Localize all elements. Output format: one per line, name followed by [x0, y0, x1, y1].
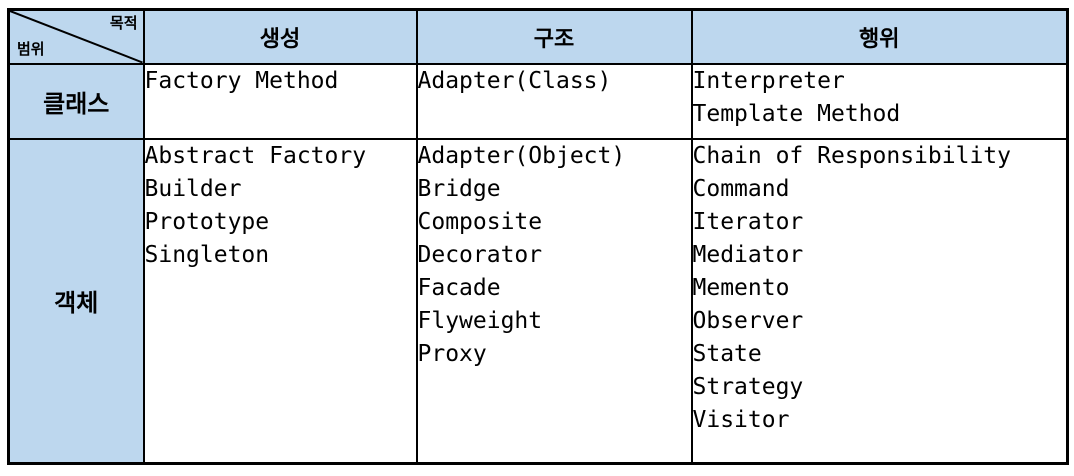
design-patterns-table: 목적 범위 생성 구조 행위 클래스 Factory Method Adapte… — [7, 8, 1069, 465]
pattern-name: Chain of Responsibility — [692, 142, 1012, 169]
pattern-name: Factory Method — [144, 67, 339, 94]
class-row: 클래스 Factory Method Adapter(Class) Interp… — [7, 62, 1069, 140]
pattern-name: Interpreter — [692, 67, 845, 94]
pattern-name: Decorator — [417, 241, 543, 268]
pattern-name: Template Method — [692, 100, 901, 127]
column-header-creational: 생성 — [142, 8, 418, 65]
pattern-name: Composite — [417, 208, 543, 235]
pattern-name: Prototype — [144, 208, 270, 235]
corner-cell: 목적 범위 — [7, 8, 145, 65]
row-header-object: 객체 — [7, 137, 145, 465]
pattern-name: Visitor — [692, 406, 790, 433]
pattern-name: Bridge — [417, 175, 501, 202]
header-row: 목적 범위 생성 구조 행위 — [7, 8, 1069, 65]
pattern-name: Memento — [692, 274, 790, 301]
pattern-name: Flyweight — [417, 307, 543, 334]
pattern-name: Builder — [144, 175, 242, 202]
column-header-structural: 구조 — [415, 8, 693, 65]
corner-label-scope: 범위 — [17, 40, 45, 58]
pattern-name: Observer — [692, 307, 804, 334]
pattern-name: State — [692, 340, 762, 367]
column-header-behavioral: 행위 — [690, 8, 1069, 65]
pattern-name: Mediator — [692, 241, 804, 268]
pattern-name: Adapter(Object) — [417, 142, 626, 169]
pattern-name: Command — [692, 175, 790, 202]
row-header-class: 클래스 — [7, 62, 145, 140]
pattern-name: Singleton — [144, 241, 270, 268]
diagonal-line — [10, 11, 143, 63]
pattern-name: Proxy — [417, 340, 487, 367]
cell-class-structural: Adapter(Class) — [415, 62, 693, 140]
pattern-name: Strategy — [692, 373, 804, 400]
pattern-name: Iterator — [692, 208, 804, 235]
pattern-name: Abstract Factory — [144, 142, 367, 169]
cell-class-creational: Factory Method — [142, 62, 418, 140]
corner-label-purpose: 목적 — [109, 15, 138, 32]
pattern-name: Facade — [417, 274, 501, 301]
pattern-name: Adapter(Class) — [417, 67, 612, 94]
